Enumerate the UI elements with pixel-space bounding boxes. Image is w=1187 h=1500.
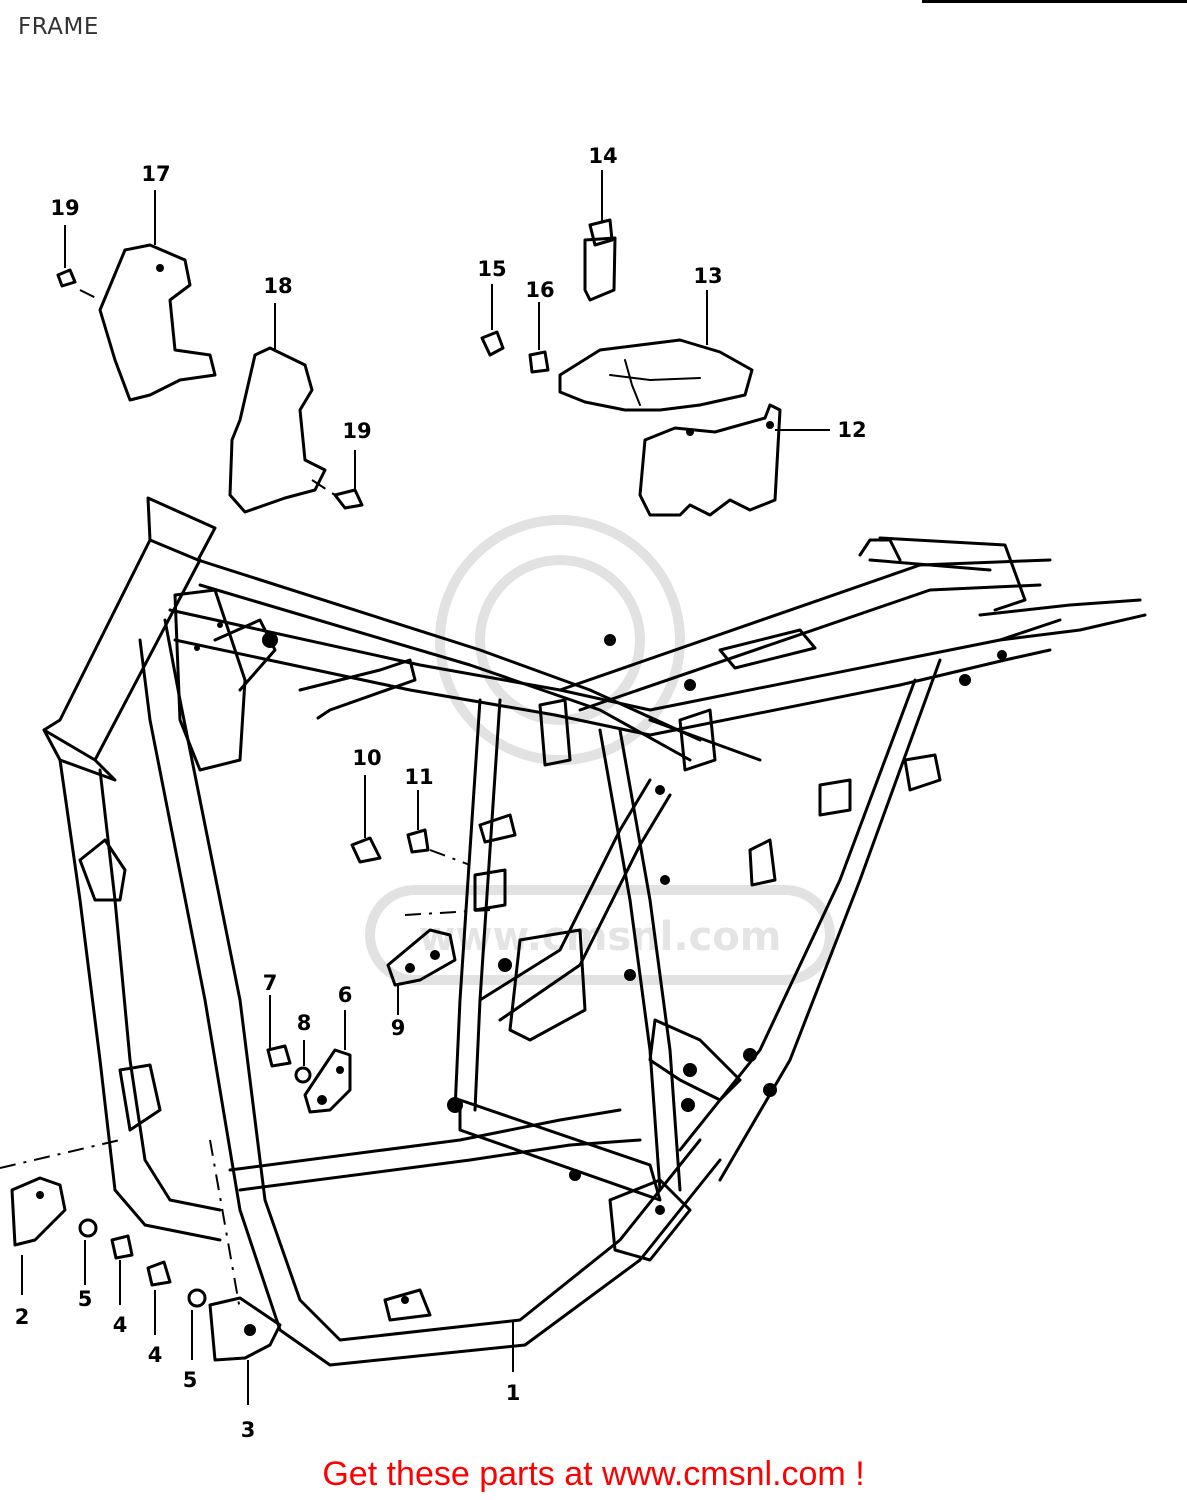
part-11-nut: [404, 790, 491, 916]
callout-18: 18: [263, 274, 292, 298]
callout-5-lower: 5: [183, 1368, 198, 1392]
watermark-logo: www.cmsnl.com: [365, 515, 835, 985]
callout-14: 14: [588, 144, 617, 168]
watermark-text: www.cmsnl.com: [419, 914, 782, 960]
callout-6: 6: [338, 983, 353, 1007]
callout-15: 15: [477, 257, 506, 281]
callout-7: 7: [263, 971, 278, 995]
callout-19-lower: 19: [342, 419, 371, 443]
part-4-nut-upper: [110, 1234, 134, 1305]
part-17-side-cover: [98, 190, 217, 402]
part-4-nut-lower: [146, 1260, 172, 1335]
part-9-bracket: [386, 928, 457, 1015]
part-10-bolt: [350, 775, 382, 864]
callout-9: 9: [391, 1016, 406, 1040]
callout-8: 8: [297, 1011, 312, 1035]
page-title: FRAME: [18, 14, 99, 40]
part-7-bolt: [266, 995, 292, 1068]
callout-16: 16: [525, 278, 554, 302]
part-19-screw-upper: [56, 225, 101, 301]
part-18-side-cover: [228, 303, 327, 514]
callout-19-upper: 19: [50, 196, 79, 220]
callout-17: 17: [141, 162, 170, 186]
callout-13: 13: [693, 264, 722, 288]
part-8-washer: [294, 1040, 312, 1084]
part-14-grommet: [583, 170, 617, 302]
main-frame: [42, 496, 1147, 1367]
part-6-bracket: [303, 1010, 352, 1114]
top-rule: [922, 0, 1187, 3]
part-2-bracket: [0, 1139, 121, 1295]
callout-4-lower: 4: [148, 1343, 163, 1367]
part-19-screw-lower: [311, 450, 364, 510]
callout-labels: 1 2 3 4 4 5 5 6 7 8 9 10 11 12 13 14 15 …: [15, 144, 867, 1442]
part-5-washer-upper: [78, 1218, 98, 1285]
part-15-bolt: [480, 284, 505, 357]
part-16-nut: [528, 302, 550, 374]
callout-2: 2: [15, 1305, 30, 1329]
callout-11: 11: [404, 765, 433, 789]
callout-1: 1: [506, 1381, 521, 1405]
part-12-tray: [638, 403, 830, 517]
part-5-washer-lower: [187, 1288, 207, 1360]
callout-12: 12: [837, 418, 866, 442]
callout-10: 10: [352, 746, 381, 770]
callout-3: 3: [241, 1418, 256, 1442]
part-3-bracket: [208, 1139, 282, 1405]
callout-4-upper: 4: [113, 1313, 128, 1337]
part-13-cover: [558, 290, 754, 412]
footer-parts-link[interactable]: Get these parts at www.cmsnl.com !: [322, 1455, 865, 1493]
callout-5-upper: 5: [78, 1287, 93, 1311]
